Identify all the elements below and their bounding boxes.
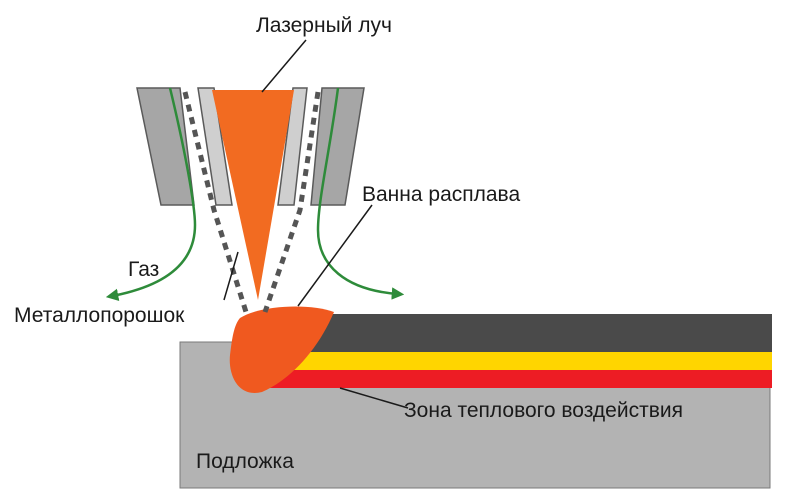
melt-pool bbox=[229, 306, 334, 393]
nozzle-left-inner bbox=[197, 87, 233, 206]
leader-melt-pool bbox=[297, 204, 373, 307]
leader-laser-beam bbox=[261, 39, 307, 93]
yellow-layer bbox=[270, 352, 772, 370]
leader-heat-zone bbox=[339, 387, 409, 409]
gas-arrow-right bbox=[316, 87, 405, 300]
label-gas: Газ bbox=[128, 258, 159, 281]
nozzle-right-outer bbox=[310, 87, 365, 206]
powder-stream-left bbox=[182, 91, 249, 313]
label-melt-pool: Ванна расплава bbox=[362, 183, 520, 206]
label-substrate: Подложка bbox=[196, 450, 294, 473]
label-laser-beam: Лазерный луч bbox=[256, 14, 392, 37]
gas-arrow-left bbox=[105, 87, 197, 301]
powder-stream-right bbox=[262, 91, 321, 313]
nozzle-right-inner bbox=[277, 87, 308, 206]
laser-beam bbox=[212, 90, 294, 300]
dark-deposited-layer bbox=[288, 314, 772, 352]
heat-affected-zone-layer bbox=[262, 370, 772, 388]
nozzle-left-outer bbox=[136, 87, 195, 206]
label-heat-zone: Зона теплового воздействия bbox=[404, 399, 683, 422]
label-metal-powder: Металлопорошок bbox=[14, 304, 185, 327]
leader-metal-powder bbox=[223, 251, 239, 301]
